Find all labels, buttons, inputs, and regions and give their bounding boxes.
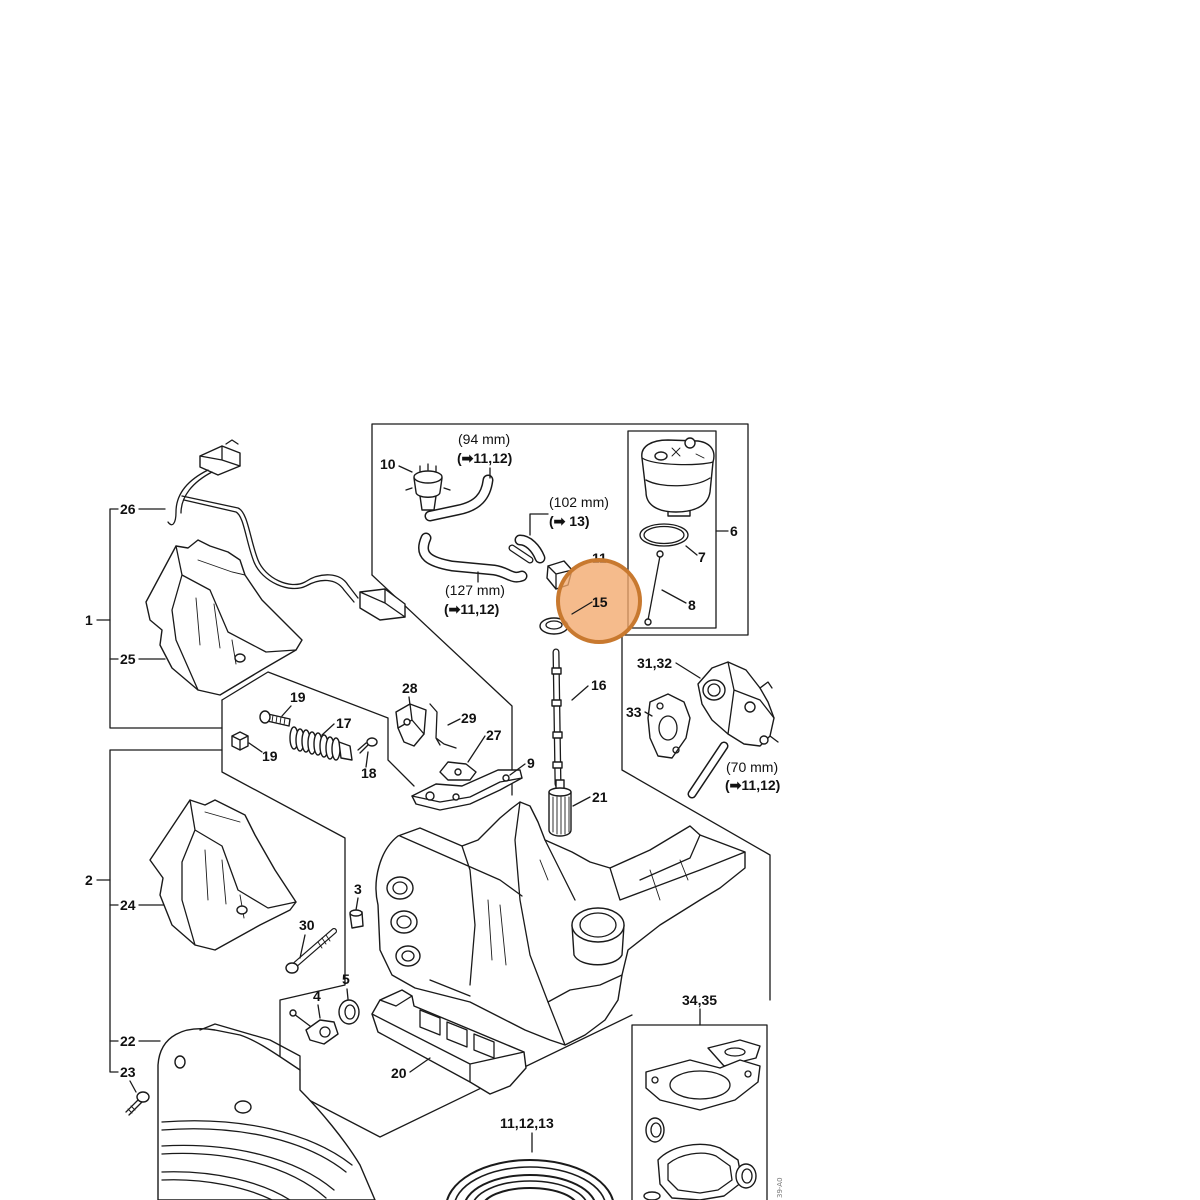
leader-lines: [129, 465, 729, 1153]
callout-28: 28: [402, 680, 418, 696]
callout-31-32: 31,32: [637, 655, 672, 671]
part-3-plug: [349, 909, 364, 929]
main-tank-housing: [375, 801, 746, 1046]
hose-127mm-ref: (➡11,12): [444, 601, 499, 617]
part-6-filter-cup: [641, 437, 715, 517]
part-29-spring: [429, 703, 457, 749]
hose-94mm-ref: (➡11,12): [457, 450, 512, 466]
callout-25: 25: [120, 651, 136, 667]
callout-15: 15: [592, 594, 608, 610]
part-26-wire-harness: [167, 439, 406, 621]
callout-20: 20: [391, 1065, 407, 1081]
callout-23: 23: [120, 1064, 136, 1080]
callout-24: 24: [120, 897, 136, 913]
callout-labels: 10 11 6 7 8 26 1 25 28 29 27 19 17 18 19…: [85, 456, 738, 1131]
highlight-circle: [556, 558, 642, 644]
hose-102mm-ref: (➡ 13): [549, 513, 590, 529]
hose-70mm-ref: (➡11,12): [725, 777, 780, 793]
callout-21: 21: [592, 789, 608, 805]
callout-1: 1: [85, 612, 93, 628]
part-11-12-13-hose-coil: [446, 1159, 614, 1200]
callout-3: 3: [354, 881, 362, 897]
part-21-fuel-filter: [548, 779, 572, 837]
part-30-bolt: [285, 928, 337, 974]
part-10-valve: [405, 463, 451, 511]
part-9-bracket: [411, 769, 523, 811]
callout-19-top: 19: [290, 689, 306, 705]
callout-4: 4: [313, 988, 321, 1004]
part-20-grille: [371, 989, 527, 1095]
part-33-gasket: [647, 693, 691, 759]
callout-27: 27: [486, 727, 502, 743]
part-15-grommet: [539, 617, 569, 635]
part-16-pickup-line: [551, 648, 563, 788]
part-27-clip: [439, 761, 477, 781]
callout-26: 26: [120, 501, 136, 517]
part-31-32-carburetor: [697, 661, 779, 747]
callout-2: 2: [85, 872, 93, 888]
callout-19-bottom: 19: [262, 748, 278, 764]
part-7-o-ring: [639, 523, 689, 547]
part-19-screw-top: [259, 710, 291, 727]
hose-dimension-labels: (94 mm) (➡11,12) (102 mm) (➡ 13) (127 mm…: [444, 431, 780, 793]
hose-70mm: [687, 741, 729, 799]
callout-33: 33: [626, 704, 642, 720]
callout-30: 30: [299, 917, 315, 933]
hose-127mm-length: (127 mm): [445, 582, 505, 598]
callout-6: 6: [730, 523, 738, 539]
callout-7: 7: [698, 549, 706, 565]
part-4-adjuster: [289, 1009, 339, 1045]
callout-8: 8: [688, 597, 696, 613]
callout-29: 29: [461, 710, 477, 726]
part-28-lever: [395, 703, 427, 747]
highlight-callout-15: 15: [556, 558, 642, 644]
callout-5: 5: [342, 971, 350, 987]
hose-127mm: [418, 532, 528, 583]
drawing-code: 39-A0: [776, 1177, 784, 1198]
hose-102mm: [508, 534, 546, 564]
hose-70mm-length: (70 mm): [726, 759, 778, 775]
part-34-35-gasket-set: [643, 1039, 761, 1200]
callout-11-12-13: 11,12,13: [500, 1115, 554, 1131]
part-19-nut-bottom: [231, 731, 249, 751]
part-18-screw: [357, 737, 378, 754]
part-22-cover: [157, 1023, 376, 1200]
part-5-washer: [338, 999, 360, 1025]
callout-16: 16: [591, 677, 607, 693]
part-8-cable: [644, 550, 664, 626]
callout-17: 17: [336, 715, 352, 731]
hose-94mm: [424, 474, 494, 522]
part-24-shroud: [149, 799, 297, 951]
group-boundary-lines: [96, 423, 771, 1200]
callout-22: 22: [120, 1033, 136, 1049]
part-23-screw: [125, 1091, 150, 1116]
part-25-shroud: [145, 539, 303, 696]
hose-102mm-length: (102 mm): [549, 494, 609, 510]
part-17-bellows: [289, 726, 353, 761]
callout-34-35: 34,35: [682, 992, 717, 1008]
callout-10: 10: [380, 456, 396, 472]
hose-94mm-length: (94 mm): [458, 431, 510, 447]
callout-18: 18: [361, 765, 377, 781]
callout-9: 9: [527, 755, 535, 771]
